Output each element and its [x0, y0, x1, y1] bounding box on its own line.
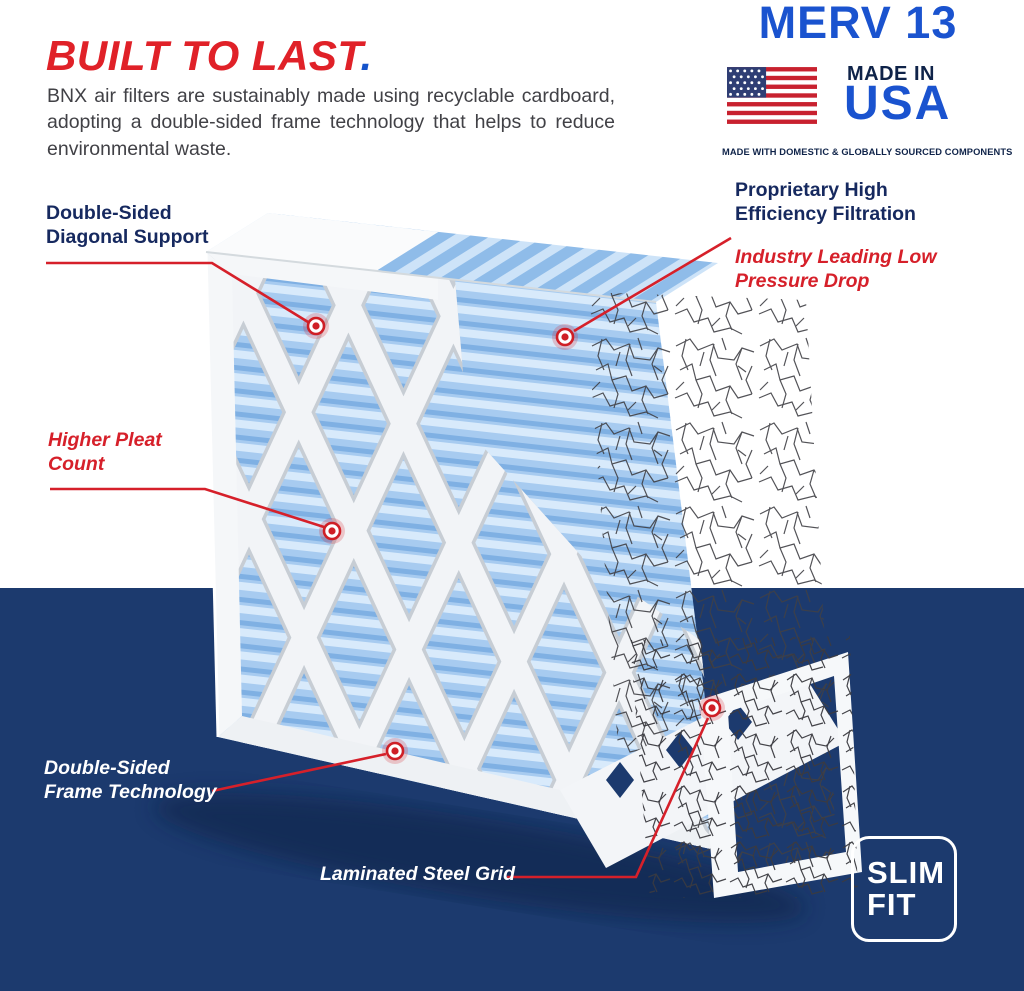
callout-line: Industry Leading Low	[735, 246, 937, 268]
callout-dot	[303, 313, 329, 339]
page-title-text: BUILT TO LAST	[46, 32, 361, 80]
callout-dot	[699, 695, 725, 721]
filter-top-face	[205, 213, 718, 303]
slim-fit-badge: SLIM FIT	[851, 836, 957, 942]
callout-frame-technology: Double-Sided Frame Technology	[44, 757, 217, 805]
callout-high-efficiency: Proprietary High Efficiency Filtration	[735, 179, 916, 227]
components-tagline: MADE WITH DOMESTIC & GLOBALLY SOURCED CO…	[722, 147, 1013, 157]
callout-line: Higher Pleat	[48, 429, 162, 451]
callout-pressure-drop: Industry Leading Low Pressure Drop	[735, 246, 937, 294]
callout-line: Count	[48, 452, 105, 475]
callout-line: Double-Sided	[46, 202, 172, 224]
callout-dot	[382, 738, 408, 764]
page-title: BUILT TO LAST.	[46, 32, 373, 80]
merv-rating: MERV 13	[758, 0, 958, 48]
usa-flag-icon	[727, 67, 817, 124]
callout-diagonal-support: Double-Sided Diagonal Support	[46, 202, 209, 250]
callout-dot	[319, 518, 345, 544]
callout-line: Diagonal Support	[46, 225, 209, 248]
usa-label: USA	[844, 77, 952, 130]
callout-pleat-count: Higher Pleat Count	[48, 429, 162, 477]
slim-fit-line1: SLIM	[867, 855, 946, 891]
callout-line: Frame Technology	[44, 780, 217, 803]
wire-mesh-corner	[630, 636, 858, 898]
callout-line: Efficiency Filtration	[735, 202, 916, 225]
callout-line: Proprietary High	[735, 179, 888, 201]
callout-lines	[46, 236, 732, 879]
intro-paragraph: BNX air filters are sustainably made usi…	[47, 84, 615, 160]
callout-line: Pressure Drop	[735, 269, 870, 292]
filter-shadow	[154, 792, 806, 924]
made-in-label: MADE IN	[847, 63, 935, 85]
slim-fit-line2: FIT	[867, 887, 917, 922]
page-title-period: .	[360, 32, 373, 80]
callout-line: Laminated Steel Grid	[320, 863, 516, 885]
callout-steel-grid: Laminated Steel Grid	[320, 863, 515, 887]
callout-dots	[303, 313, 725, 764]
callout-line: Double-Sided	[44, 757, 170, 779]
callout-dot	[552, 324, 578, 350]
